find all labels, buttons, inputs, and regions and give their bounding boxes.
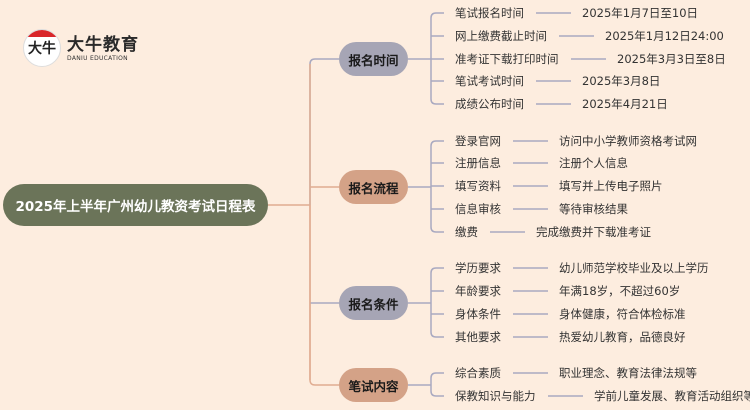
leaf-value: 2025年3月3日至8日	[617, 52, 726, 66]
leaf-value: 注册个人信息	[559, 156, 628, 170]
logo-name-en: DANIU EDUCATION	[67, 54, 128, 62]
trunk-connector	[309, 205, 339, 386]
leaf-label: 登录官网	[455, 134, 501, 148]
leaf-value: 等待审核结果	[559, 202, 628, 216]
leaf-label: 注册信息	[455, 156, 501, 170]
leaf-value: 2025年1月12日24:00	[605, 29, 724, 43]
bracket-tick	[430, 390, 444, 397]
leaf-value: 学前儿童发展、教育活动组织等	[594, 389, 750, 403]
bracket-tick	[430, 12, 444, 19]
leaf-label: 笔试报名时间	[455, 6, 524, 20]
leaf-label: 填写资料	[455, 179, 501, 193]
leaf-value: 完成缴费并下载准考证	[536, 225, 651, 239]
leaf-value: 2025年4月21日	[582, 97, 668, 111]
leaf-label: 准考证下载打印时间	[455, 52, 559, 66]
leaf-value: 热爱幼儿教育，品德良好	[559, 330, 686, 344]
branch-node: 报名时间	[339, 42, 408, 76]
leaf-label: 综合素质	[455, 366, 501, 380]
bracket-tick	[430, 226, 444, 233]
leaf-label: 年龄要求	[455, 284, 501, 298]
leaf-label: 保教知识与能力	[455, 389, 536, 403]
leaf-label: 学历要求	[455, 261, 501, 275]
leaf-value: 2025年1月7日至10日	[582, 6, 699, 20]
leaf-value: 职业理念、教育法律法规等	[559, 366, 697, 380]
leaf-label: 其他要求	[455, 330, 501, 344]
trunk-connector	[309, 58, 339, 205]
leaf-value: 身体健康，符合体检标准	[559, 307, 686, 321]
logo-name: 大牛教育	[67, 34, 139, 55]
leaf-label: 成绩公布时间	[455, 97, 524, 111]
branch-node: 笔试内容	[339, 368, 408, 402]
leaf-value: 填写并上传电子照片	[559, 179, 663, 193]
leaf-label: 缴费	[455, 225, 478, 239]
leaf-value: 年满18岁，不超过60岁	[559, 284, 681, 298]
root-node: 2025年上半年广州幼儿教资考试日程表	[3, 184, 268, 226]
logo-icon: 大牛	[23, 29, 61, 67]
leaf-label: 身体条件	[455, 307, 501, 321]
branch-node: 报名流程	[339, 170, 408, 204]
bracket-tick	[430, 267, 444, 274]
logo-mark-text: 大牛	[28, 41, 56, 57]
logo: 大牛 大牛教育 DANIU EDUCATION	[23, 29, 139, 67]
leaf-value: 2025年3月8日	[582, 74, 661, 88]
leaf-label: 笔试考试时间	[455, 74, 524, 88]
leaf-value: 幼儿师范学校毕业及以上学历	[559, 261, 709, 275]
bracket-tick	[430, 98, 444, 105]
bracket-tick	[430, 140, 444, 147]
leaf-label: 网上缴费截止时间	[455, 29, 547, 43]
bracket-tick	[430, 372, 444, 379]
leaf-label: 信息审核	[455, 202, 501, 216]
leaf-value: 访问中小学教师资格考试网	[559, 134, 697, 148]
bracket-tick	[430, 331, 444, 338]
branch-node: 报名条件	[339, 286, 408, 320]
